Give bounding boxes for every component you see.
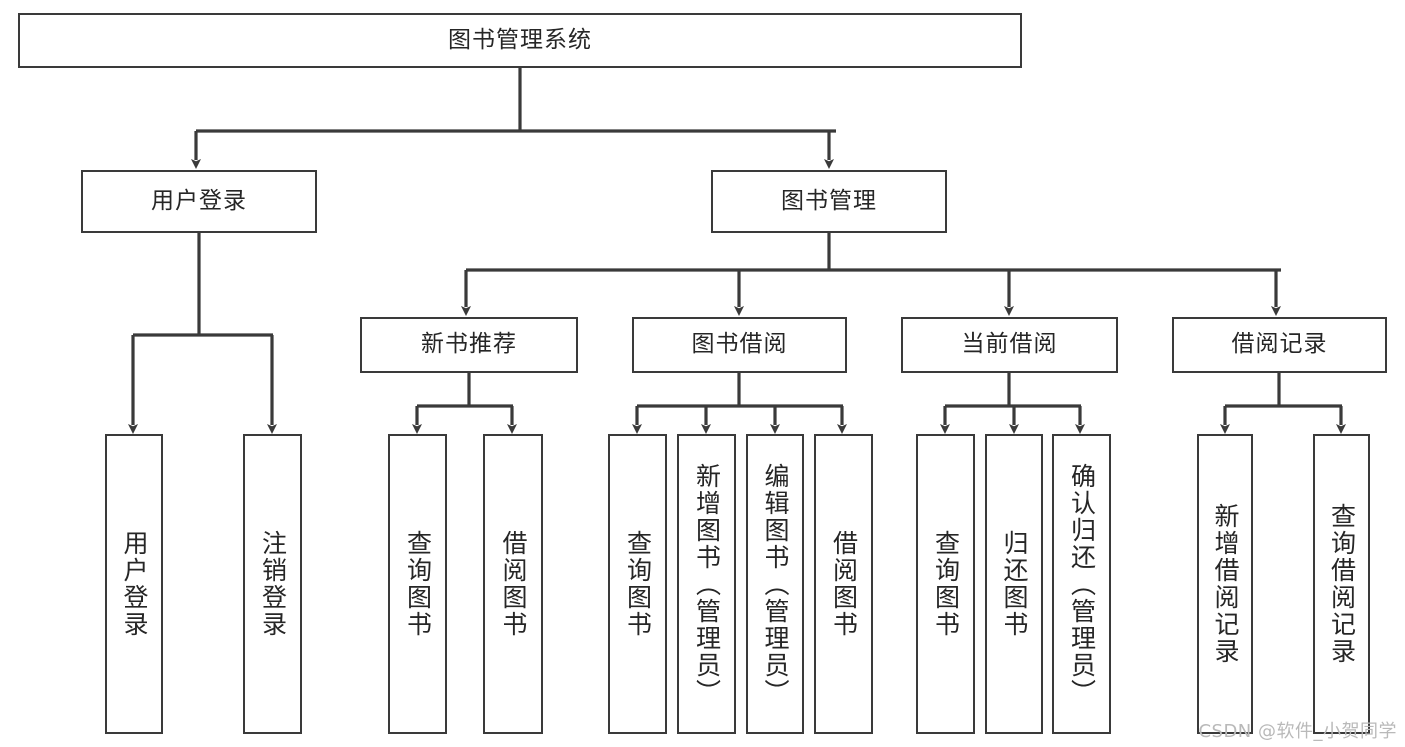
node-leaf-query-book-1[interactable]: 查询图书 xyxy=(388,434,447,734)
node-leaf-query-book-2-label: 查询图书 xyxy=(623,530,653,638)
node-user-login[interactable]: 用户登录 xyxy=(81,170,317,233)
node-leaf-add-book[interactable]: 新增图书（管理员） xyxy=(677,434,736,734)
csdn-watermark: CSDN @软件_小贺同学 xyxy=(1198,721,1397,742)
node-user-login-label: 用户登录 xyxy=(151,187,247,214)
node-borrow-record-label: 借阅记录 xyxy=(1231,331,1328,358)
node-leaf-query-book-3-label: 查询图书 xyxy=(931,530,961,638)
node-leaf-query-book-2[interactable]: 查询图书 xyxy=(608,434,667,734)
node-book-management-label: 图书管理 xyxy=(781,187,877,214)
node-new-book-recommend[interactable]: 新书推荐 xyxy=(360,317,578,373)
node-leaf-borrow-book-2-label: 借阅图书 xyxy=(829,530,859,638)
node-leaf-edit-book[interactable]: 编辑图书（管理员） xyxy=(746,434,804,734)
node-leaf-user-login-label: 用户登录 xyxy=(120,530,149,638)
node-root-label: 图书管理系统 xyxy=(448,26,592,53)
node-leaf-borrow-book-2[interactable]: 借阅图书 xyxy=(814,434,873,734)
node-current-borrow[interactable]: 当前借阅 xyxy=(901,317,1118,373)
node-leaf-query-record-label: 查询借阅记录 xyxy=(1327,503,1357,665)
node-leaf-add-record-label: 新增借阅记录 xyxy=(1211,503,1240,665)
node-leaf-confirm-return[interactable]: 确认归还（管理员） xyxy=(1052,434,1111,734)
node-leaf-return-book[interactable]: 归还图书 xyxy=(985,434,1043,734)
node-book-borrow-label: 图书借阅 xyxy=(691,331,788,358)
node-leaf-user-logout-label: 注销登录 xyxy=(258,530,288,638)
node-leaf-user-login[interactable]: 用户登录 xyxy=(105,434,163,734)
node-leaf-edit-book-label: 编辑图书（管理员） xyxy=(761,462,790,706)
node-leaf-query-book-3[interactable]: 查询图书 xyxy=(916,434,975,734)
node-leaf-add-book-label: 新增图书（管理员） xyxy=(692,462,722,706)
node-leaf-borrow-book-1[interactable]: 借阅图书 xyxy=(483,434,543,734)
node-leaf-borrow-book-1-label: 借阅图书 xyxy=(499,530,528,638)
node-book-borrow[interactable]: 图书借阅 xyxy=(632,317,847,373)
node-new-book-recommend-label: 新书推荐 xyxy=(421,331,517,358)
node-borrow-record[interactable]: 借阅记录 xyxy=(1172,317,1387,373)
node-book-management[interactable]: 图书管理 xyxy=(711,170,947,233)
node-leaf-query-record[interactable]: 查询借阅记录 xyxy=(1313,434,1370,734)
node-leaf-user-logout[interactable]: 注销登录 xyxy=(243,434,302,734)
node-leaf-query-book-1-label: 查询图书 xyxy=(403,530,433,638)
node-leaf-add-record[interactable]: 新增借阅记录 xyxy=(1197,434,1253,734)
node-current-borrow-label: 当前借阅 xyxy=(961,331,1058,358)
node-leaf-confirm-return-label: 确认归还（管理员） xyxy=(1067,462,1097,706)
node-root[interactable]: 图书管理系统 xyxy=(18,13,1022,68)
node-leaf-return-book-label: 归还图书 xyxy=(1000,530,1029,638)
